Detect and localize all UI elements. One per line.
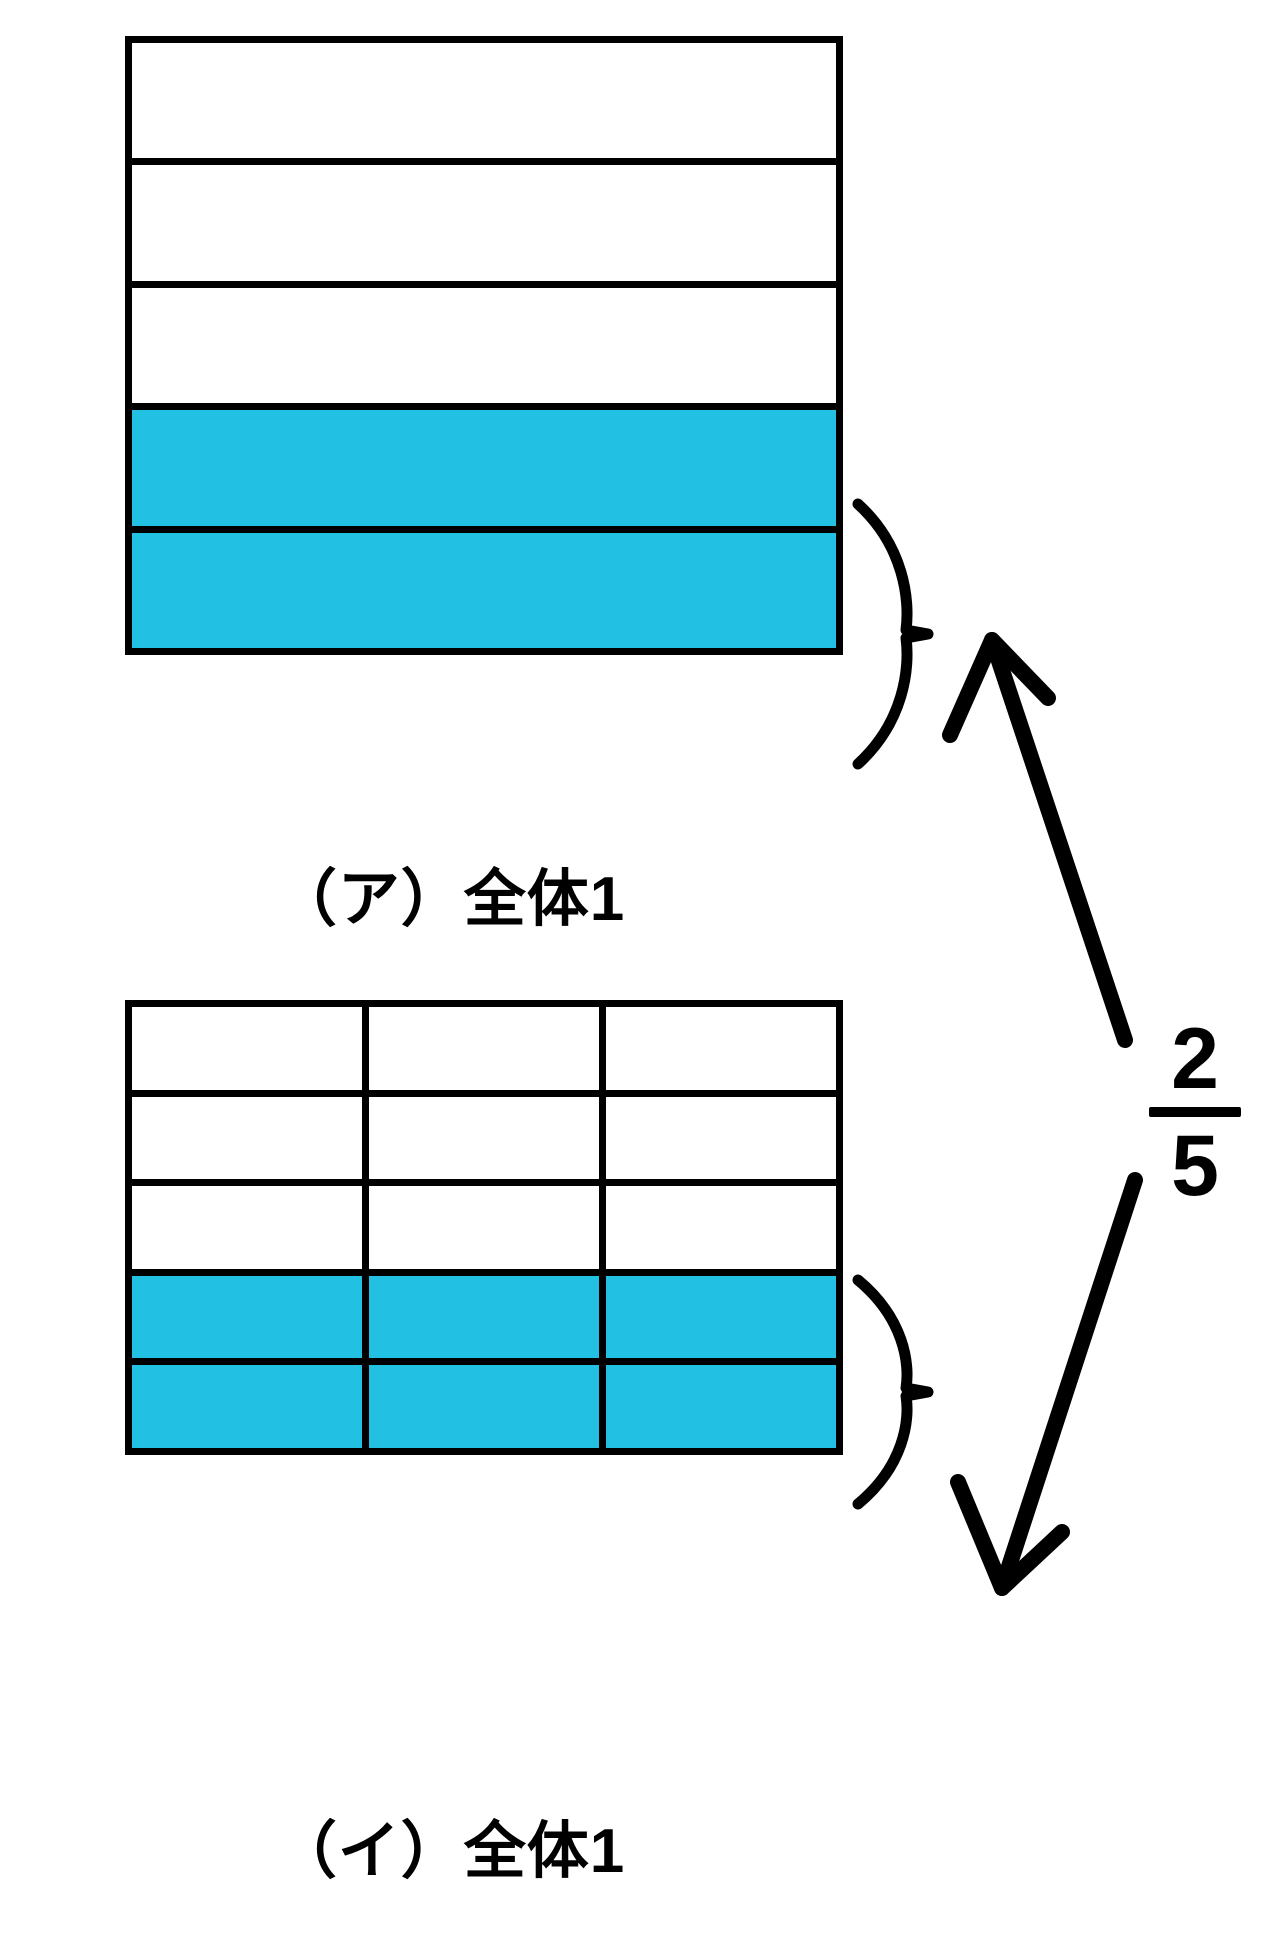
figure-b-cell-r3c3 [606, 1186, 836, 1269]
fraction-arrows [940, 620, 1200, 1620]
figure-b-cell-r1c3 [606, 1007, 836, 1090]
fraction-two-fifths: 2 5 [1130, 1011, 1260, 1214]
figure-b-row-3 [132, 1186, 836, 1276]
figure-b-cell-r4c2-shaded [369, 1275, 606, 1359]
figure-b-cell-r5c1-shaded [132, 1365, 369, 1448]
figure-a-cell-5-shaded [132, 532, 836, 649]
figure-a-cell-2 [132, 165, 836, 288]
figure-b-cell-r2c3 [606, 1096, 836, 1180]
figure-b-row-4 [132, 1275, 836, 1366]
arrow-down-icon [950, 1172, 1143, 1596]
figure-b-cell-r1c1 [132, 1007, 369, 1090]
fraction-denominator: 5 [1171, 1117, 1219, 1214]
brace-figure-a [852, 498, 934, 770]
figure-b-caption: （イ）全体1 [274, 1817, 626, 1886]
figure-b-row-1 [132, 1007, 836, 1097]
fraction-bar [1149, 1106, 1241, 1117]
arrow-up-icon [942, 632, 1133, 1048]
figure-a-cell-1 [132, 43, 836, 166]
figure-b-cell-r3c2 [369, 1186, 606, 1269]
figure-b-row-2 [132, 1096, 836, 1187]
figure-a-bar [125, 36, 843, 655]
figure-b-cell-r5c3-shaded [606, 1365, 836, 1448]
brace-figure-b [852, 1274, 934, 1510]
figure-a-caption: （ア）全体1 [274, 865, 626, 934]
figure-b-cell-r4c1-shaded [132, 1275, 369, 1359]
figure-b-cell-r4c3-shaded [606, 1275, 836, 1359]
figure-b-cell-r5c2-shaded [369, 1365, 606, 1448]
figure-b-cell-r2c2 [369, 1096, 606, 1180]
figure-a-cell-4-shaded [132, 410, 836, 533]
figure-b-cell-r1c2 [369, 1007, 606, 1090]
figure-a-cell-3 [132, 287, 836, 411]
figure-b-row-5 [132, 1365, 836, 1448]
fraction-numerator: 2 [1171, 1011, 1219, 1107]
figure-b-cell-r3c1 [132, 1186, 369, 1269]
figure-b-grid [125, 1000, 843, 1455]
figure-b-cell-r2c1 [132, 1096, 369, 1180]
